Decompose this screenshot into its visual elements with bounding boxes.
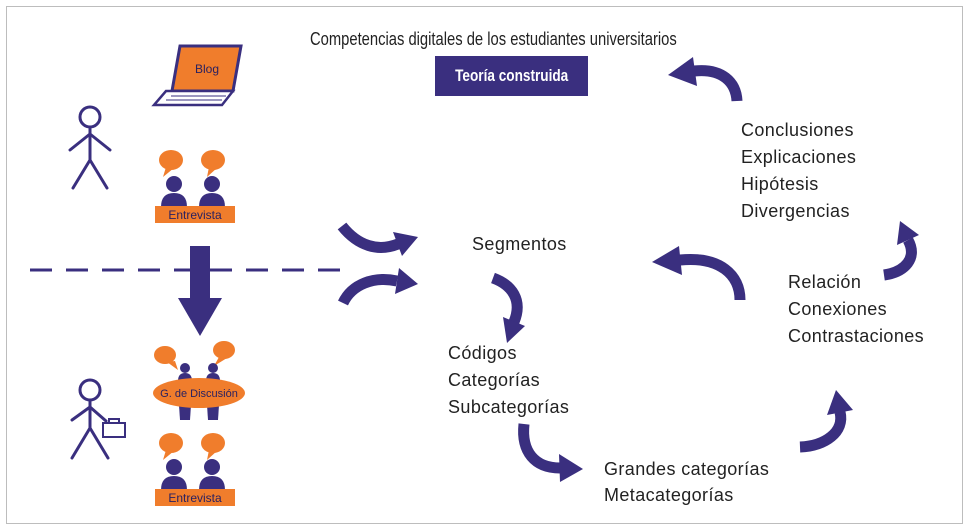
arrow-body-lower-input <box>338 274 399 306</box>
relations-item: Contrastaciones <box>788 326 925 346</box>
speech-bubble-tail <box>214 357 227 366</box>
laptop-base <box>151 89 236 107</box>
arrow-body-feedback-to-segments <box>679 253 746 301</box>
person-briefcase-icon <box>70 378 126 460</box>
discussion-group-label: G. de Discusión <box>160 388 238 400</box>
speech-bubble-tail <box>163 450 174 460</box>
person-shoulders <box>199 476 225 490</box>
codes-item: Categorías <box>448 370 541 390</box>
arrow-head-conclusions-to-theory <box>668 57 697 86</box>
curved-arrow-icon <box>652 246 746 301</box>
arrow-head-upper-input <box>393 232 418 256</box>
briefcase-handle <box>108 418 120 423</box>
theory-box-label: Teoría construida <box>454 66 569 85</box>
arrow-body-conclusions-to-theory <box>693 65 743 102</box>
theory-box: Teoría construida <box>435 56 588 96</box>
interview-label: Entrevista <box>168 208 222 222</box>
speech-bubble-tail <box>207 167 217 177</box>
arrow-head-lower-input <box>395 268 418 294</box>
person-head <box>208 363 218 373</box>
relations-list: Relación Conexiones Contrastaciones <box>788 269 924 350</box>
curved-arrow-icon <box>882 221 919 281</box>
laptop-icon: Blog <box>151 44 243 107</box>
person-head <box>180 363 190 373</box>
person-shoulders <box>199 193 225 207</box>
arrow-body-relations-to-conclusions <box>882 237 917 281</box>
conclusions-list: Conclusiones Explicaciones Hipótesis Div… <box>741 117 856 225</box>
discussion-group-icon: G. de Discusión <box>153 341 245 420</box>
speech-bubble-icon <box>159 150 183 170</box>
conclusions-item: Divergencias <box>741 201 850 221</box>
conclusions-item: Explicaciones <box>741 147 857 167</box>
interview-label: Entrevista <box>168 491 222 505</box>
briefcase-icon <box>102 422 126 438</box>
grand-categories-list: Grandes categorías Metacategorías <box>604 456 769 508</box>
person-head <box>166 459 182 475</box>
codes-item: Códigos <box>448 343 517 363</box>
interview-label-bg <box>155 206 235 223</box>
interview-icon: Entrevista <box>155 150 235 223</box>
arrow-body-codes-to-grand <box>518 423 561 474</box>
down-arrow-icon <box>178 246 222 336</box>
curved-arrow-icon <box>337 222 418 256</box>
arrow-head-grand-to-relations <box>827 390 853 415</box>
curved-arrow-icon <box>799 390 853 453</box>
diagram-title: Competencias digitales de los estudiante… <box>310 29 677 49</box>
person-head <box>78 105 102 129</box>
speech-bubble-icon <box>213 341 235 359</box>
arrow-head-feedback-to-segments <box>652 246 682 275</box>
codes-list: Códigos Categorías Subcategorías <box>448 340 569 421</box>
segments-item: Segmentos <box>472 234 567 254</box>
person-icon <box>68 105 112 190</box>
person-arms <box>70 405 108 423</box>
relations-item: Relación <box>788 272 862 292</box>
speech-bubble-icon <box>154 346 176 364</box>
segments-list: Segmentos <box>472 231 567 258</box>
discussion-table <box>153 378 245 408</box>
curved-arrow-icon <box>668 57 743 102</box>
person-head <box>204 459 220 475</box>
person-legs <box>207 405 219 420</box>
curved-arrow-icon <box>490 272 525 343</box>
arrow-body-grand-to-relations <box>799 410 847 453</box>
conclusions-item: Hipótesis <box>741 174 819 194</box>
conclusions-item: Conclusiones <box>741 120 854 140</box>
speech-bubble-icon <box>201 433 225 453</box>
blog-label: Blog <box>195 62 219 76</box>
person-legs <box>71 158 109 190</box>
arrow-head-relations-to-conclusions <box>897 221 919 245</box>
down-arrow-head <box>178 298 222 336</box>
speech-bubble-tail <box>163 167 174 177</box>
arrow-body-upper-input <box>337 222 401 253</box>
speech-bubble-tail <box>207 450 217 460</box>
person-legs <box>70 426 110 460</box>
person-shoulders <box>161 476 187 490</box>
arrow-head-segments-to-codes <box>503 317 525 343</box>
interview-label-bg <box>155 489 235 506</box>
down-arrow-shaft <box>190 246 210 300</box>
frame-border <box>6 6 963 524</box>
curved-arrow-icon <box>338 268 418 306</box>
person-legs <box>179 405 191 420</box>
speech-bubble-tail <box>167 361 178 370</box>
interview-icon: Entrevista <box>155 433 235 506</box>
person-arms <box>68 132 112 152</box>
relations-item: Conexiones <box>788 299 888 319</box>
grand-categories-item: Grandes categorías <box>604 459 770 479</box>
speech-bubble-icon <box>159 433 183 453</box>
arrow-head-codes-to-grand <box>559 454 583 482</box>
person-head <box>78 378 102 402</box>
speech-bubble-icon <box>201 150 225 170</box>
codes-item: Subcategorías <box>448 397 570 417</box>
person-shoulders <box>161 193 187 207</box>
arrow-body-segments-to-codes <box>490 272 523 325</box>
person-head <box>204 176 220 192</box>
person-head <box>166 176 182 192</box>
curved-arrow-icon <box>518 423 583 482</box>
grand-categories-item: Metacategorías <box>604 485 734 505</box>
